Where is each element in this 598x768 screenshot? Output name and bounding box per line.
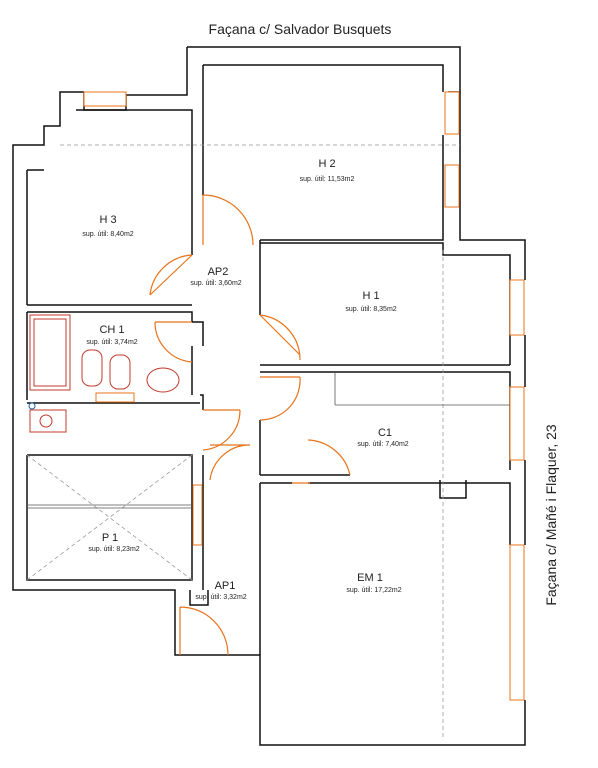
room-c1-area: sup. útil: 7,40m2 (357, 441, 408, 448)
door-h2 (202, 194, 254, 246)
room-h3-name: H 3 (99, 214, 116, 226)
room-h3-area: sup. útil: 8,40m2 (82, 231, 133, 238)
window-p1 (192, 484, 203, 546)
room-h1-name: H 1 (362, 290, 379, 302)
door-entrance (179, 606, 229, 656)
room-labels: H 2 sup. útil: 11,53m2 H 3 sup. útil: 8,… (82, 158, 408, 601)
room-c1-name: C1 (378, 427, 392, 439)
doors (149, 194, 351, 656)
room-em1-area: sup. útil: 17,22m2 (346, 587, 401, 594)
facade-top-label: Façana c/ Salvador Busquets (209, 21, 392, 37)
room-ap2-name: AP2 (208, 266, 229, 278)
room-h2-area: sup. útil: 11,53m2 (300, 176, 355, 183)
door-p1 (202, 409, 241, 451)
room-p1-name: P 1 (102, 532, 118, 544)
room-h1-area: sup. útil: 8,35m2 (345, 306, 396, 313)
bidet-icon (109, 354, 131, 390)
window-h3 (83, 91, 127, 107)
room-p1-area: sup. útil: 8,23m2 (88, 546, 139, 553)
room-h2-name: H 2 (318, 158, 335, 170)
window-h2-b (444, 164, 460, 208)
door-ap1 (209, 444, 251, 481)
room-ap1-name: AP1 (215, 580, 236, 592)
door-h1 (259, 314, 301, 361)
room-em1-name: EM 1 (357, 572, 383, 584)
door-h3 (149, 254, 193, 296)
room-ap1-area: sup. útil: 3,32m2 (195, 594, 246, 601)
window-em1 (509, 544, 525, 701)
toilet-icon (81, 349, 103, 387)
windows (83, 91, 525, 701)
door-c1 (259, 376, 301, 421)
door-em1 (292, 439, 351, 484)
door-ch1 (154, 321, 193, 363)
window-h2-a (444, 91, 460, 135)
room-ch1-name: CH 1 (99, 324, 124, 336)
window-ch1 (95, 392, 135, 403)
facade-right-label: Façana c/ Mañé i Flaquer, 23 (543, 424, 559, 606)
dashed-lines (26, 144, 510, 740)
bathroom-fixtures (28, 314, 180, 433)
room-ch1-area: sup. útil: 3,74m2 (86, 339, 137, 346)
window-h1 (509, 279, 525, 336)
window-c1 (509, 386, 525, 461)
exterior-walls (12, 46, 526, 746)
sink-icon (146, 367, 180, 393)
room-ap2-area: sup. útil: 3,60m2 (190, 280, 241, 287)
